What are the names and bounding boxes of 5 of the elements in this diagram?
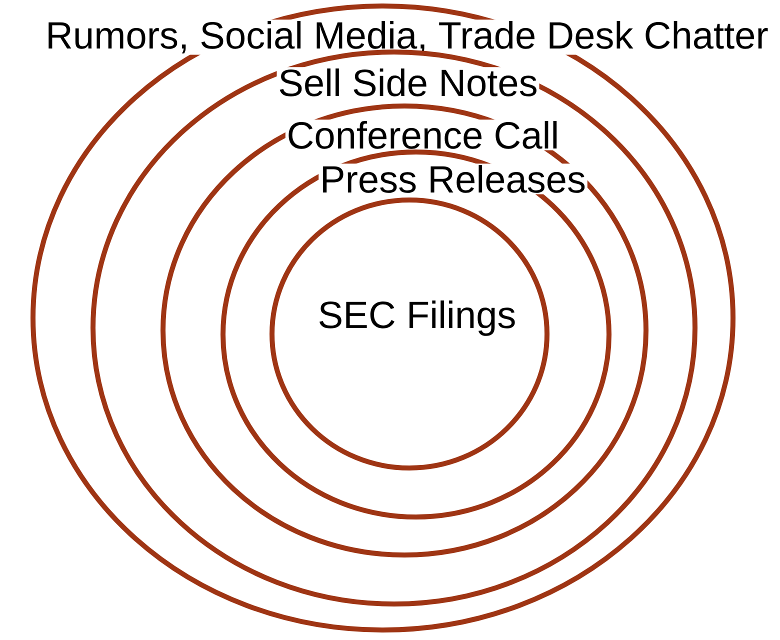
ring-label: SEC Filings: [316, 299, 518, 338]
ring-label: Rumors, Social Media, Trade Desk Chatter: [44, 20, 770, 55]
ring-label: Sell Side Notes: [276, 67, 540, 98]
ring-label: Press Releases: [318, 164, 588, 194]
ring-label: Conference Call: [285, 120, 561, 150]
